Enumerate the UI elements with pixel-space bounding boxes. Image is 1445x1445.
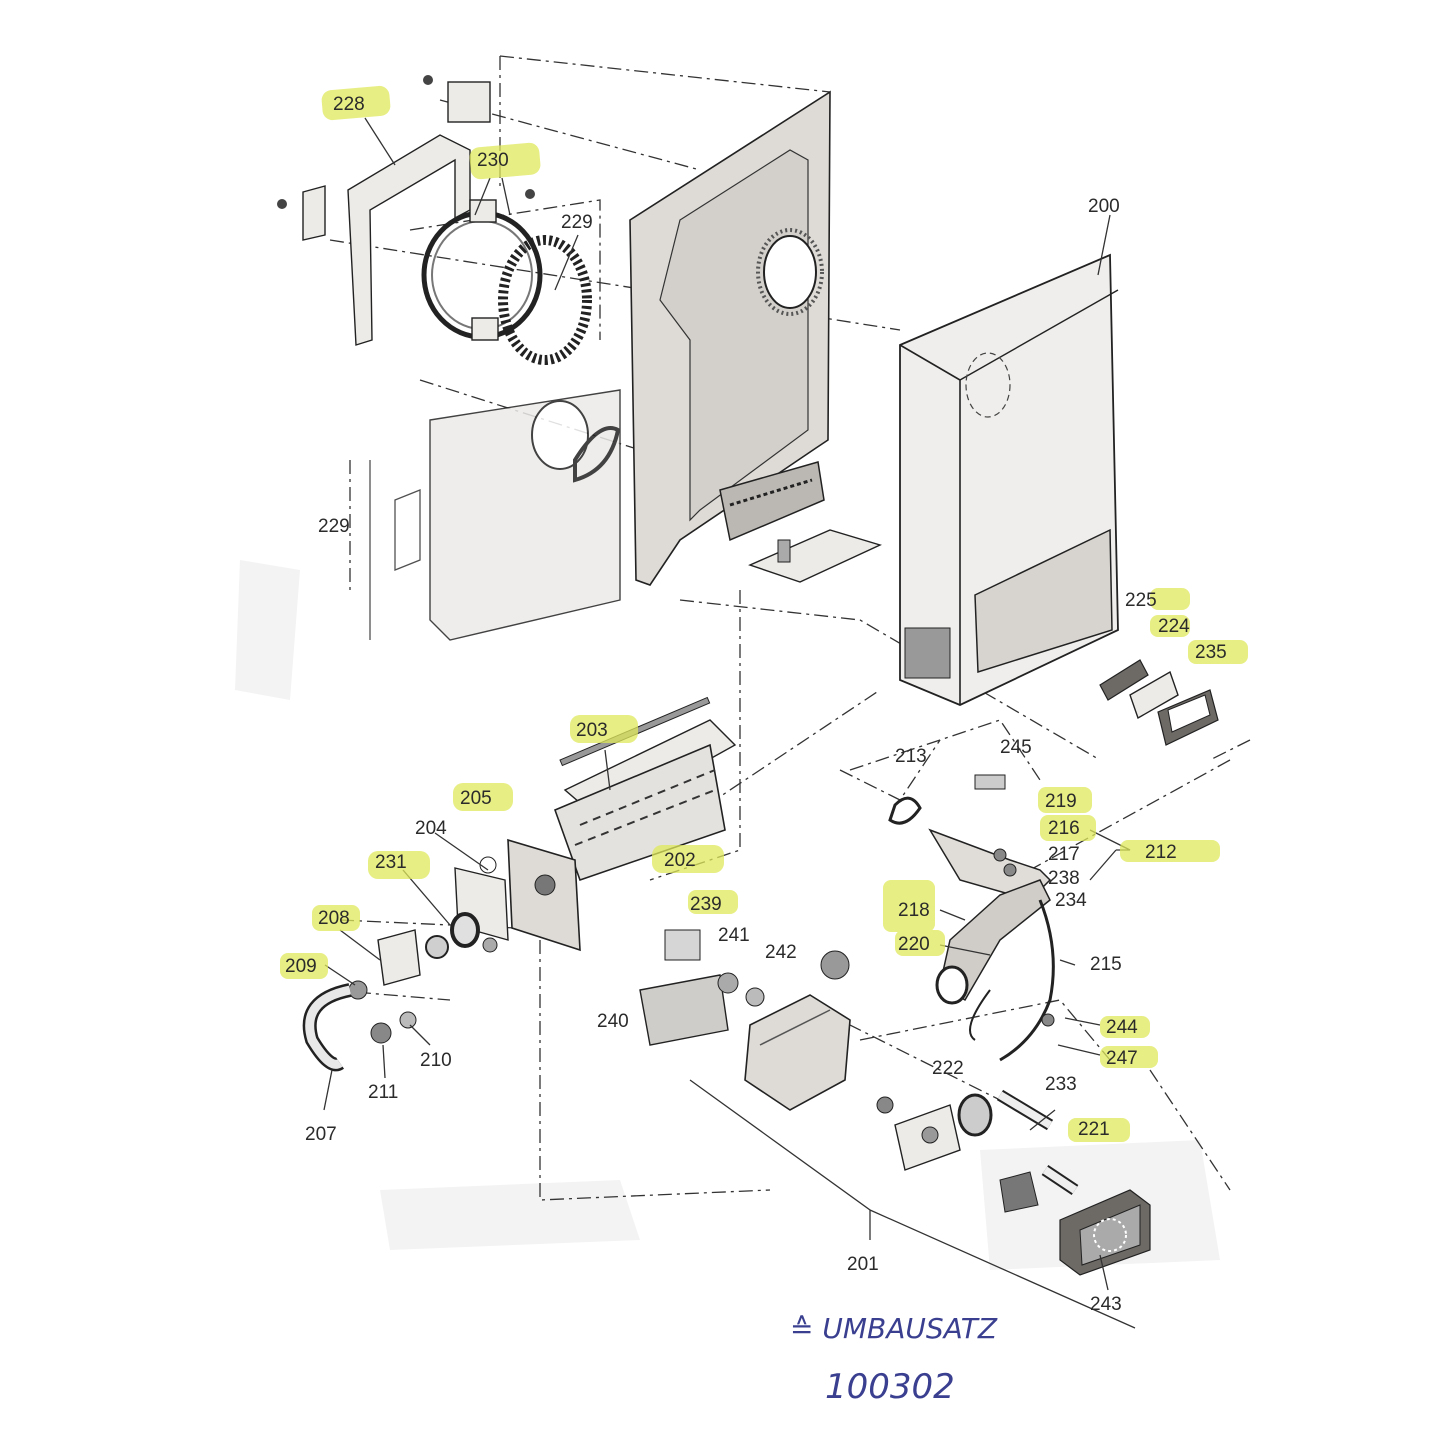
- part-230-clamp-ring: [421, 189, 543, 341]
- label-229-lower: 229: [318, 516, 350, 537]
- part-229-lower-panel: [369, 389, 621, 641]
- label-211: 211: [368, 1082, 398, 1103]
- label-208: 208: [318, 908, 350, 929]
- label-241: 241: [718, 925, 750, 946]
- label-217: 217: [1048, 844, 1080, 865]
- highlight-marks: [280, 85, 1248, 1142]
- label-244: 244: [1106, 1017, 1138, 1038]
- label-229-upper: 229: [561, 212, 593, 233]
- label-221: 221: [1078, 1119, 1110, 1140]
- handwritten-note: ≙ UMBAUSATZ 100302: [790, 1312, 998, 1407]
- label-212: 212: [1145, 842, 1177, 863]
- label-222: 222: [932, 1058, 964, 1079]
- part-200-casing: [899, 253, 1119, 706]
- label-205: 205: [460, 788, 492, 809]
- label-215: 215: [1090, 954, 1122, 975]
- label-240: 240: [597, 1011, 629, 1032]
- part-201-gas-valve: [639, 929, 851, 1111]
- label-238: 238: [1048, 868, 1080, 889]
- handwritten-line-2: 100302: [825, 1367, 955, 1407]
- label-243: 243: [1090, 1294, 1122, 1315]
- part-204-manifold: [450, 838, 581, 952]
- label-200: 200: [1088, 196, 1120, 217]
- label-245: 245: [1000, 737, 1032, 758]
- label-220: 220: [898, 934, 930, 955]
- label-209: 209: [285, 956, 317, 977]
- label-218: 218: [898, 900, 930, 921]
- scan-smudges: [235, 560, 1220, 1270]
- part-labels: 200 201 202 203 204 205 207 208 209 210 …: [285, 94, 1227, 1315]
- label-233: 233: [1045, 1074, 1077, 1095]
- label-224: 224: [1158, 616, 1190, 637]
- label-210: 210: [420, 1050, 452, 1071]
- label-219: 219: [1045, 791, 1077, 812]
- pipe-fittings: [302, 929, 498, 1072]
- part-228-frame: [277, 75, 491, 346]
- pilot-assembly: [888, 774, 1055, 1062]
- label-204: 204: [415, 818, 447, 839]
- label-247: 247: [1106, 1048, 1138, 1069]
- label-231: 231: [375, 852, 407, 873]
- leader-lines: [323, 117, 1136, 1329]
- label-228: 228: [333, 94, 365, 115]
- label-239: 239: [690, 894, 722, 915]
- lower-right-parts: [876, 1089, 1151, 1276]
- label-225: 225: [1125, 590, 1157, 611]
- label-234: 234: [1055, 890, 1087, 911]
- base-plate: [748, 529, 882, 583]
- label-201: 201: [847, 1254, 879, 1275]
- label-216: 216: [1048, 818, 1080, 839]
- label-203: 203: [576, 720, 608, 741]
- label-230: 230: [477, 150, 509, 171]
- label-213: 213: [895, 746, 927, 767]
- back-panel: [629, 90, 831, 586]
- label-242: 242: [765, 942, 797, 963]
- handwritten-line-1: ≙ UMBAUSATZ: [790, 1312, 998, 1345]
- part-229-gasket-ring: [498, 235, 592, 365]
- inspection-window-parts: [1099, 659, 1219, 746]
- label-207: 207: [305, 1124, 337, 1145]
- label-202: 202: [664, 850, 696, 871]
- label-235: 235: [1195, 642, 1227, 663]
